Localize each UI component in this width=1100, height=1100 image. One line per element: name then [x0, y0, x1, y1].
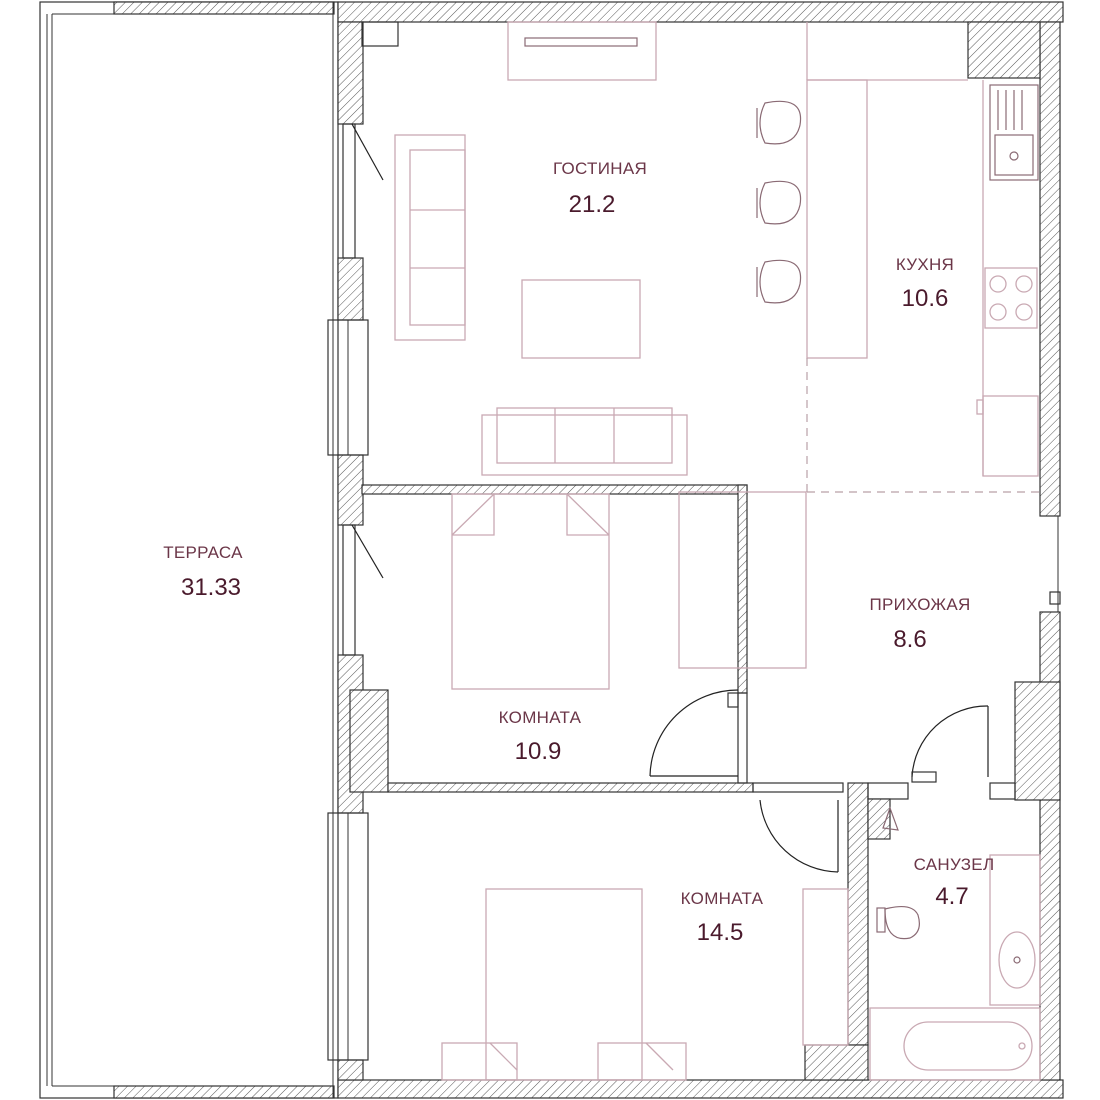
living-furniture: [394, 21, 868, 476]
doors: [649, 516, 1061, 873]
kitchen-area: 10.6: [902, 285, 949, 312]
bathroom-name: САНУЗЕЛ: [914, 855, 995, 874]
room1-area: 10.9: [515, 738, 562, 765]
hall-furniture: [678, 491, 807, 669]
bathroom-furniture: [869, 806, 1041, 1081]
room2-furniture: [441, 888, 849, 1081]
bathroom-area: 4.7: [935, 883, 968, 910]
room-labels: ТЕРРАСА 31.33 ГОСТИНАЯ 21.2 КУХНЯ 10.6 П…: [163, 159, 994, 946]
windows: [327, 21, 399, 1061]
terrace: [39, 1, 339, 1099]
hall-name: ПРИХОЖАЯ: [869, 595, 970, 614]
exterior-walls: [337, 1, 1064, 1099]
living-name: ГОСТИНАЯ: [553, 159, 647, 178]
kitchen-name: КУХНЯ: [896, 255, 954, 274]
interior-walls: [361, 484, 1016, 1081]
terrace-area: 31.33: [181, 574, 241, 601]
room2-area: 14.5: [697, 919, 744, 946]
terrace-name: ТЕРРАСА: [163, 543, 243, 562]
living-area: 21.2: [569, 191, 616, 218]
hall-area: 8.6: [893, 626, 926, 653]
room2-name: КОМНАТА: [681, 889, 764, 908]
room1-furniture: [451, 493, 610, 690]
room1-name: КОМНАТА: [499, 708, 582, 727]
kitchen-furniture: [806, 79, 1040, 493]
